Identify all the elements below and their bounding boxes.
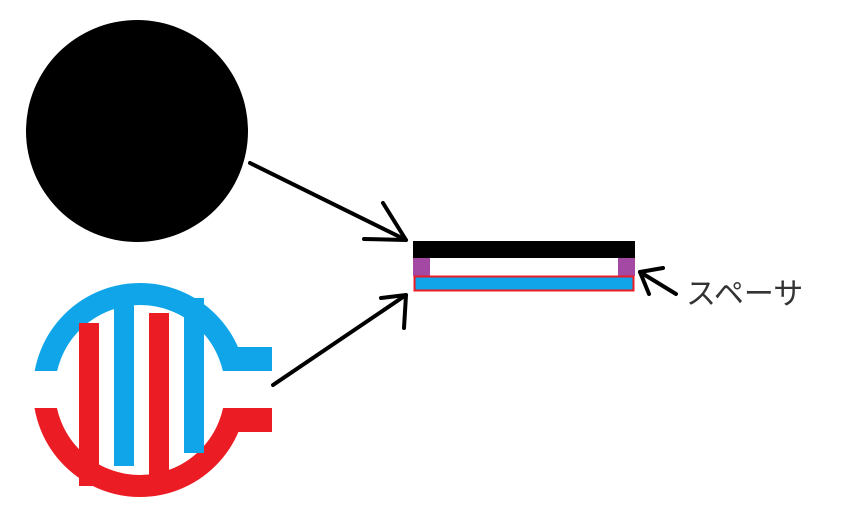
arrow-to-spacer [638,266,678,296]
electrode-layer [413,275,635,292]
blue-ring-arc [34,283,246,371]
arrow-electrode-to-bottom-layer [271,293,408,387]
black-top-layer [413,241,635,258]
spacer-label: スペーサ [686,277,803,312]
blue-ring-tab [236,347,272,371]
spacer-right [618,258,635,276]
red-ring-tab [236,408,272,432]
blue-finger [184,298,204,453]
blue-finger [114,298,134,466]
black-disk [26,20,248,242]
spacer-left [413,258,430,276]
layer-stack [413,241,635,292]
electrode-pattern [34,283,272,497]
red-ring-arc [34,408,246,497]
electrode-ring-red [34,408,246,497]
red-finger [149,313,169,491]
arrow-disk-to-top-layer [248,161,408,242]
arrows [248,161,678,387]
electrode-ring-blue [34,283,246,371]
red-finger [79,323,99,486]
